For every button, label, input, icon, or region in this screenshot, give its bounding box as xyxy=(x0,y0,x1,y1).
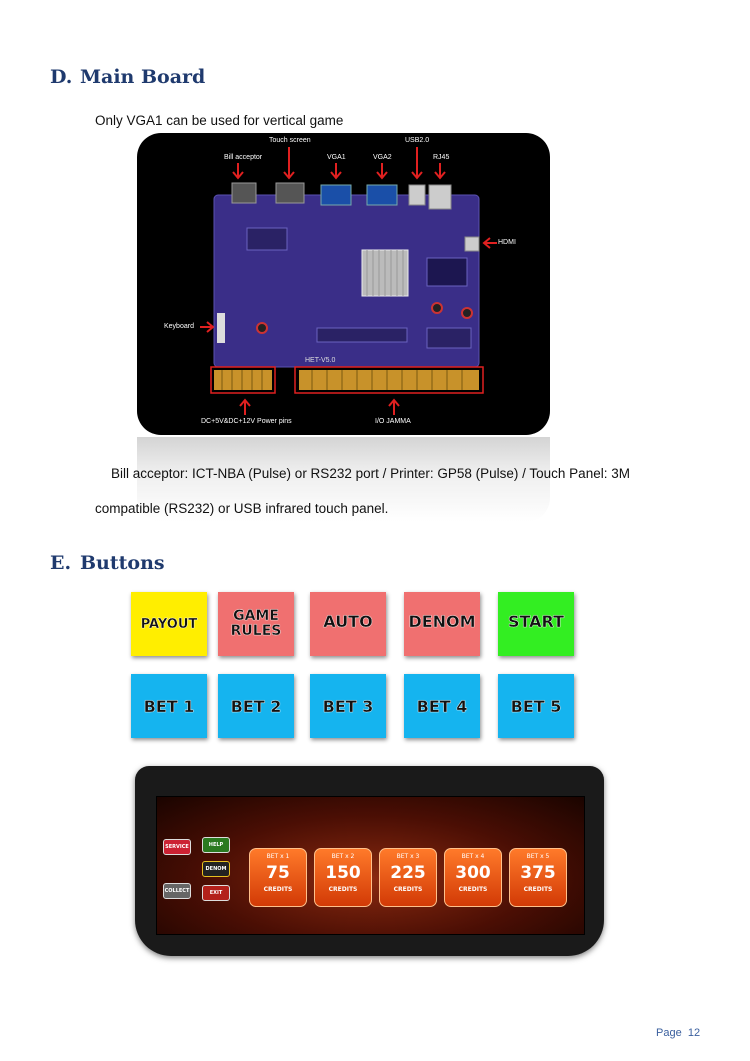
label-touch-screen: Touch screen xyxy=(269,137,311,144)
bet-tile-1: BET x 1 75 CREDITS xyxy=(249,848,307,907)
page-number: Page 12 xyxy=(656,1027,700,1039)
bet-1-button: BET 1 xyxy=(131,674,207,738)
page-label: Page xyxy=(656,1027,682,1039)
label-model: HET-V5.0 xyxy=(305,357,336,364)
start-button-label: START xyxy=(507,612,565,631)
bet-3-label: BET 3 xyxy=(322,696,374,716)
bet-1-label: BET 1 xyxy=(143,696,195,716)
bet-4-label: BET 4 xyxy=(416,696,468,716)
board-note: Only VGA1 can be used for vertical game xyxy=(95,113,344,128)
label-jamma: I/O JAMMA xyxy=(375,418,411,425)
main-board-illustration xyxy=(200,147,497,415)
bet-tile-5-value: 375 xyxy=(520,863,556,883)
bet-5-label: BET 5 xyxy=(510,696,562,716)
bet-tile-4-value: 300 xyxy=(455,863,491,883)
game-rules-label-line1: GAME xyxy=(233,608,279,624)
start-button: START xyxy=(498,592,574,656)
bet-5-button: BET 5 xyxy=(498,674,574,738)
auto-button-label: AUTO xyxy=(323,612,373,631)
button-deck-panel: SERVICE HELP DENOM COLLECT EXIT BET x 1 … xyxy=(135,766,604,956)
bet-3-button: BET 3 xyxy=(310,674,386,738)
denom-button: DENOM xyxy=(404,592,480,656)
spec-line-1: Bill acceptor: ICT-NBA (Pulse) or RS232 … xyxy=(111,466,630,481)
main-board-photo: Bill acceptor Touch screen VGA1 VGA2 USB… xyxy=(137,133,550,435)
section-d-letter: D. xyxy=(50,66,73,88)
bet-tile-2-value: 150 xyxy=(325,863,361,883)
spec-line-2: compatible (RS232) or USB infrared touch… xyxy=(95,501,389,516)
button-deck-screen: SERVICE HELP DENOM COLLECT EXIT BET x 1 … xyxy=(156,796,585,935)
bet-tile-3-unit: CREDITS xyxy=(393,886,423,893)
bet-tile-5-label: BET x 5 xyxy=(526,853,550,860)
label-usb: USB2.0 xyxy=(405,137,430,144)
bet-tile-1-value: 75 xyxy=(266,863,290,883)
bet-tile-5: BET x 5 375 CREDITS xyxy=(509,848,567,907)
auto-button: AUTO xyxy=(310,592,386,656)
bet-tile-3: BET x 3 225 CREDITS xyxy=(379,848,437,907)
bet-2-button: BET 2 xyxy=(218,674,294,738)
bet-tile-1-unit: CREDITS xyxy=(263,886,293,893)
bet-4-button: BET 4 xyxy=(404,674,480,738)
section-e-heading: E. Buttons xyxy=(50,552,165,574)
bet-tile-4-unit: CREDITS xyxy=(458,886,488,893)
denom-button-label: DENOM xyxy=(408,612,476,631)
section-e-letter: E. xyxy=(50,552,72,574)
label-keyboard: Keyboard xyxy=(164,323,194,330)
bet-tile-3-value: 225 xyxy=(390,863,426,883)
panel-denom-button: DENOM xyxy=(202,861,230,877)
game-rules-label-line2: RULES xyxy=(230,623,282,639)
label-power-pins: DC+5V&DC+12V Power pins xyxy=(201,418,292,425)
section-d-heading: D. Main Board xyxy=(50,66,205,88)
label-rj45: RJ45 xyxy=(433,154,450,161)
payout-button: PAYOUT xyxy=(131,592,207,656)
label-vga2: VGA2 xyxy=(373,154,392,161)
label-bill-acceptor: Bill acceptor xyxy=(224,154,263,161)
board-reflection xyxy=(137,437,550,522)
label-vga1: VGA1 xyxy=(327,154,346,161)
payout-button-label: PAYOUT xyxy=(140,616,198,632)
exit-button: EXIT xyxy=(202,885,230,901)
page-number-value: 12 xyxy=(687,1027,701,1039)
bet-tile-5-unit: CREDITS xyxy=(523,886,553,893)
bet-tile-2-label: BET x 2 xyxy=(331,853,355,860)
bet-2-label: BET 2 xyxy=(230,696,282,716)
bet-tile-1-label: BET x 1 xyxy=(266,853,290,860)
bet-tile-4: BET x 4 300 CREDITS xyxy=(444,848,502,907)
bet-tile-2: BET x 2 150 CREDITS xyxy=(314,848,372,907)
bet-tile-4-label: BET x 4 xyxy=(461,853,485,860)
section-d-title: Main Board xyxy=(80,66,206,88)
help-button: HELP xyxy=(202,837,230,853)
collect-button: COLLECT xyxy=(163,883,191,899)
game-rules-button: GAME RULES xyxy=(218,592,294,656)
service-button: SERVICE xyxy=(163,839,191,855)
bet-tile-2-unit: CREDITS xyxy=(328,886,358,893)
label-hdmi: HDMI xyxy=(498,239,516,246)
section-e-title: Buttons xyxy=(80,552,165,574)
bet-tile-3-label: BET x 3 xyxy=(396,853,420,860)
